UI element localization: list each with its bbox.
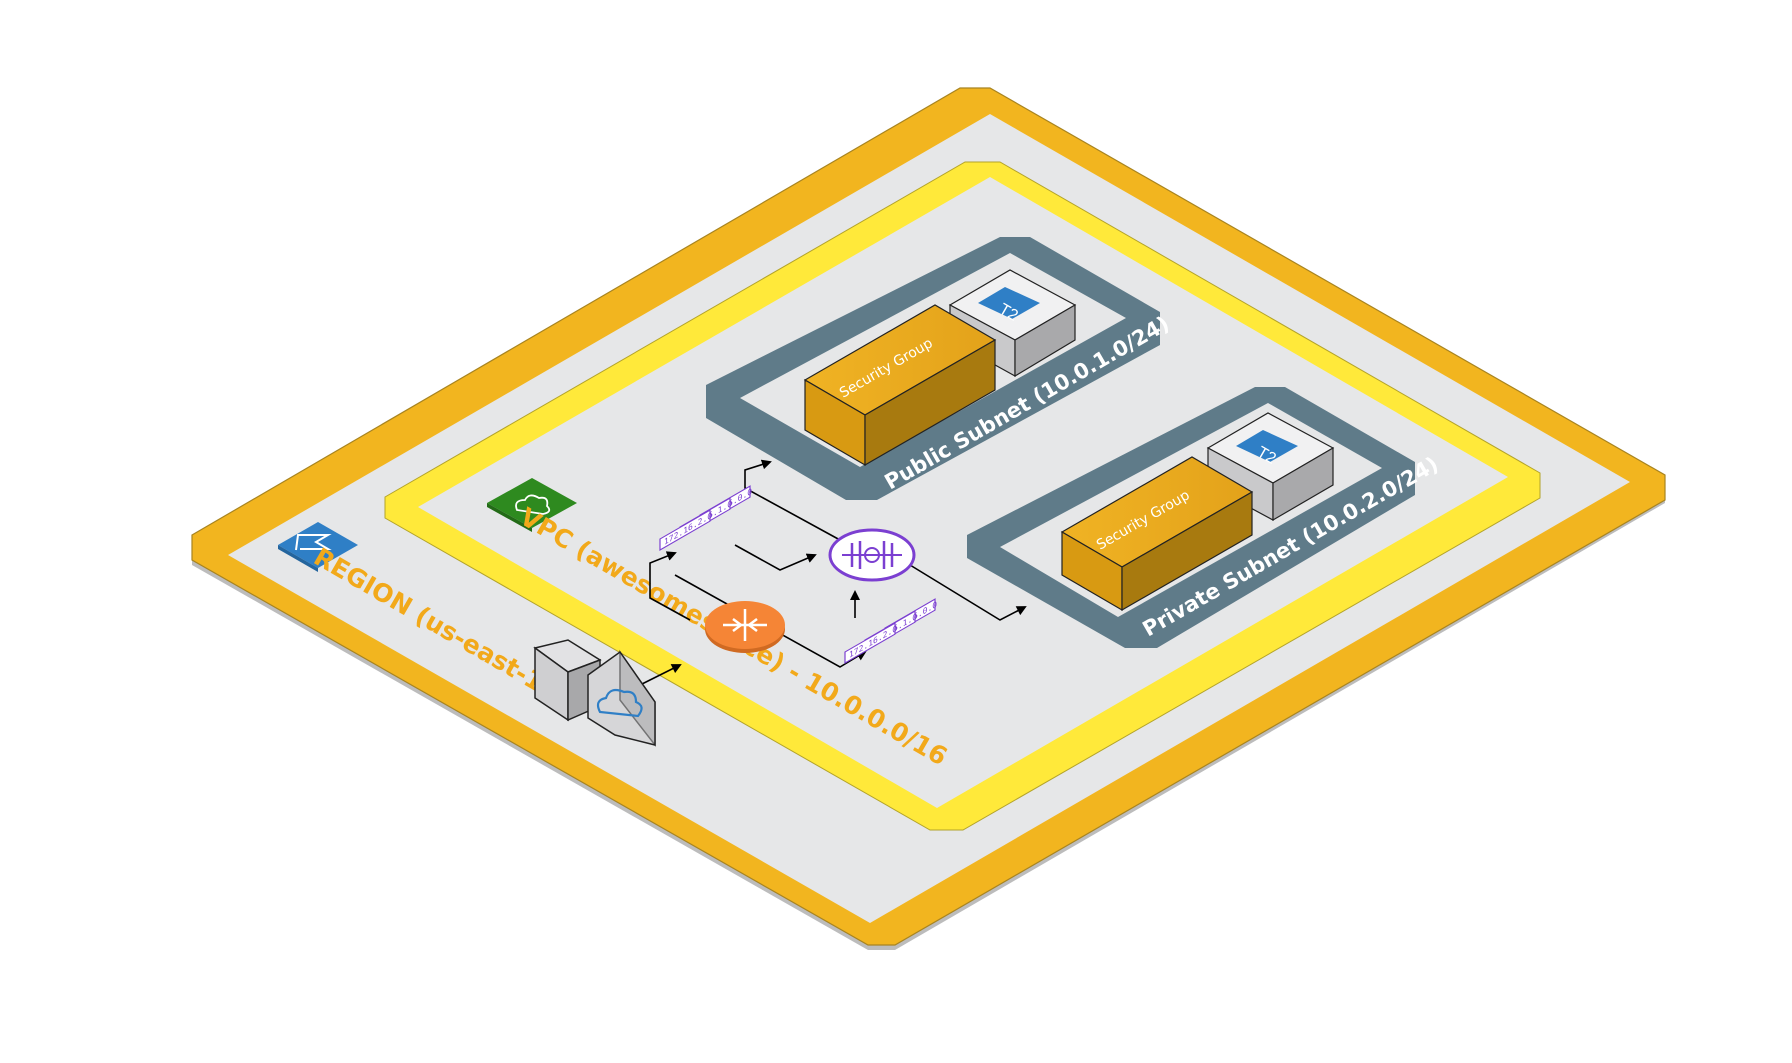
router-to-route-table-1-arrow — [649, 551, 691, 621]
internet-gateway-icon[interactable] — [533, 639, 656, 748]
region-flag-icon — [278, 522, 358, 572]
vpc-container[interactable] — [384, 161, 1541, 831]
route-table-1-to-nacl-arrow — [734, 544, 817, 571]
nacl-to-public-subnet-arrow — [744, 459, 841, 541]
gateway-front-block — [587, 649, 656, 748]
public-security-group[interactable]: Security Group — [803, 304, 997, 467]
vpc-cloud-icon — [487, 478, 577, 532]
private-t2-instance[interactable]: T2 — [1206, 412, 1335, 522]
gateway-to-router-arrow — [639, 664, 682, 686]
private-security-group[interactable]: Security Group — [1060, 456, 1254, 612]
network-acl-icon[interactable] — [828, 528, 916, 582]
nacl-to-private-subnet-arrow — [909, 564, 1027, 621]
vpc-router-icon[interactable] — [705, 601, 785, 653]
vpc-panel — [418, 177, 1508, 808]
cloud-icon — [596, 688, 643, 718]
